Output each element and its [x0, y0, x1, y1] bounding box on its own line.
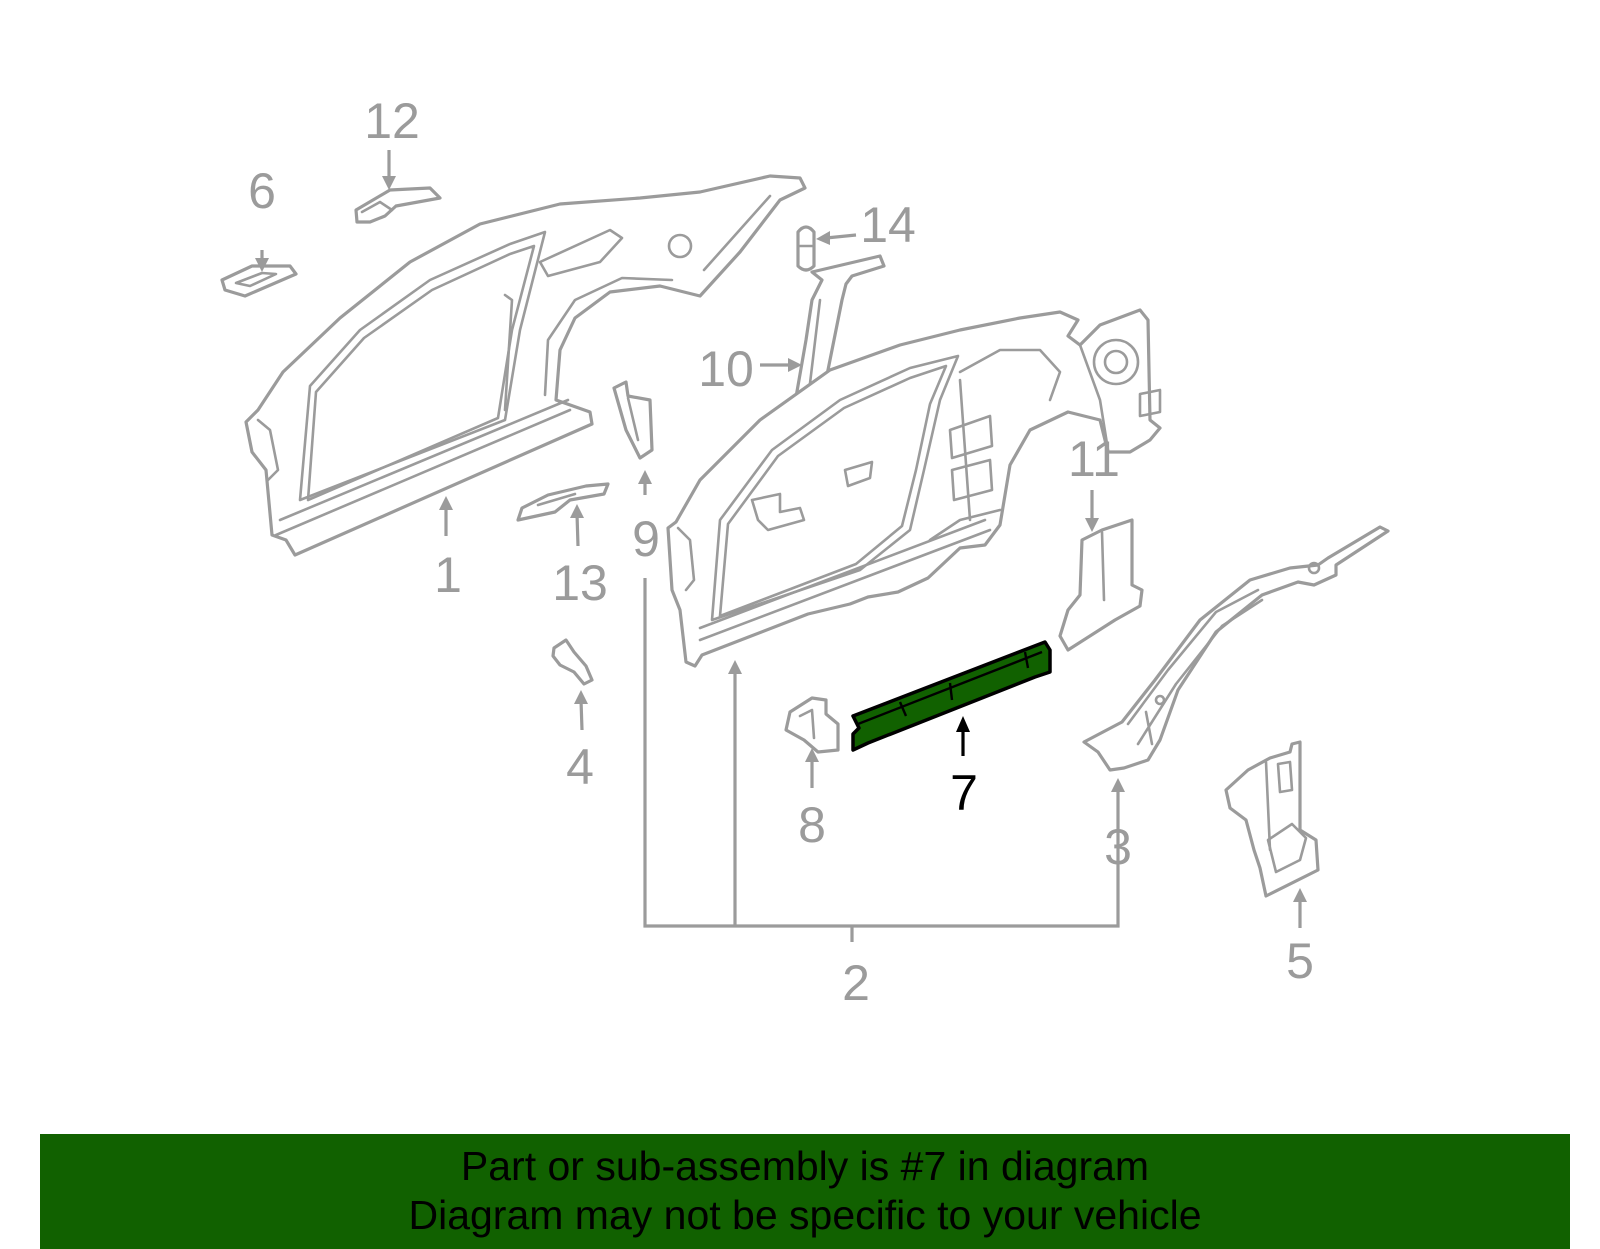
part-13-bracket[interactable]	[516, 482, 610, 522]
part-9-bracket[interactable]	[612, 380, 654, 460]
part-12-bracket[interactable]	[354, 186, 442, 224]
part-14-plug[interactable]	[796, 225, 816, 272]
callout-13: 13	[552, 555, 608, 611]
part-4-bracket[interactable]	[551, 638, 594, 686]
callout-labels: 12 6 14 10 11 9 1 13 4 7 8 3 5 2	[248, 93, 1314, 1011]
banner-line-disclaimer: Diagram may not be specific to your vehi…	[408, 1192, 1202, 1238]
part-6-bracket[interactable]	[220, 264, 298, 298]
callout-9: 9	[632, 511, 660, 567]
callout-2: 2	[842, 955, 870, 1011]
leader-lines	[255, 150, 1307, 942]
callout-5: 5	[1286, 933, 1314, 989]
banner-line-part-number: Part or sub-assembly is #7 in diagram	[460, 1143, 1150, 1189]
part-1-outer-side-panel[interactable]	[244, 174, 807, 557]
part-11-panel[interactable]	[1058, 518, 1144, 652]
part-7-sill-reinforcement[interactable]	[851, 640, 1052, 752]
callout-10: 10	[698, 341, 754, 397]
part-3-rail[interactable]	[1082, 525, 1390, 772]
part-2-inner-side-panel[interactable]	[666, 308, 1162, 668]
part-8-bracket[interactable]	[784, 696, 840, 754]
callout-14: 14	[860, 197, 916, 253]
callout-4: 4	[566, 739, 594, 795]
callout-8: 8	[798, 797, 826, 853]
callout-3: 3	[1104, 819, 1132, 875]
part-5-bracket[interactable]	[1224, 740, 1320, 898]
callout-6: 6	[248, 163, 276, 219]
callout-12: 12	[364, 93, 420, 149]
leader-line-7	[956, 716, 970, 756]
info-banner: Part or sub-assembly is #7 in diagram Di…	[40, 1134, 1570, 1249]
callout-7: 7	[950, 765, 978, 821]
callout-11: 11	[1068, 431, 1120, 487]
callout-1: 1	[434, 547, 462, 603]
